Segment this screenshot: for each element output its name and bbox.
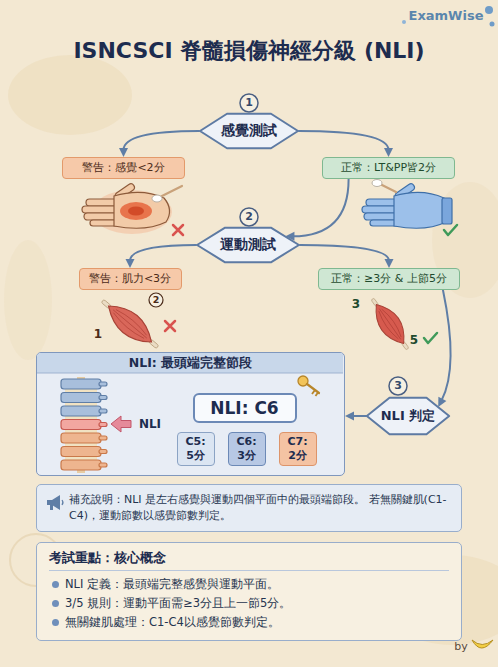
node-text: 運動測試 <box>220 236 276 254</box>
node-text: 補充說明：NLI 是左右感覺與運動四個平面中的最頭端節段。 若無關鍵肌(C1-C… <box>69 492 451 524</box>
flow-line <box>124 131 200 150</box>
flow-line <box>441 290 450 401</box>
cross-mark <box>165 321 175 331</box>
flow-arrow <box>119 131 199 157</box>
warning-box: 警告：肌力<3分 <box>79 268 182 290</box>
flow-arrow <box>285 179 348 241</box>
node-text: NLI 定義：最頭端完整感覺與運動平面。 <box>49 575 449 594</box>
segment-box: C6: 3分 <box>228 432 266 466</box>
node-text: NLI: 最頭端完整節段 <box>37 353 344 373</box>
banana-icon <box>472 640 493 648</box>
node-text: 3/5 規則：運動平面需≥3分且上一節5分。 <box>49 594 449 613</box>
step-number: 2 <box>245 210 253 223</box>
check-mark <box>444 225 457 235</box>
callout-number: 5 <box>410 333 418 347</box>
numb-hand <box>82 182 182 234</box>
node-text: 感覺測試 <box>221 122 277 140</box>
decision-diamond: 感覺測試 <box>199 113 299 149</box>
weak-muscle <box>95 292 164 355</box>
callout-number: 2 <box>153 294 160 305</box>
flow-line <box>130 245 196 261</box>
arrow-head <box>119 148 128 157</box>
segment-box: C7: 2分 <box>279 432 317 466</box>
callout-number: 1 <box>94 327 102 341</box>
decision-diamond: NLI 判定 <box>366 397 450 435</box>
result-panel: NLI: 最頭端完整節段 NLI: C6 C5: 5分 C6: 3分 C7: 2分 <box>36 352 345 476</box>
flow-line <box>292 179 348 236</box>
warning-box: 警告：感覺<2分 <box>62 157 185 179</box>
callout-circle <box>149 293 163 307</box>
normal-box: 正常：≥3分 & 上節5分 <box>318 268 460 290</box>
brand-splash <box>402 6 495 27</box>
step-number: 1 <box>245 96 253 109</box>
node-text: C5: 5分 <box>181 435 211 463</box>
flow-arrow <box>345 412 366 421</box>
arrow-head <box>384 148 393 157</box>
arrow-head <box>126 259 135 268</box>
arrow-head <box>385 259 394 268</box>
flow-arrow <box>300 245 394 268</box>
summary-box: 考試重點：核心概念 NLI 定義：最頭端完整感覺與運動平面。3/5 規則：運動平面… <box>36 542 462 641</box>
arrow-head <box>345 412 354 421</box>
author-label: by <box>454 640 468 653</box>
cross-mark <box>173 225 183 235</box>
megaphone-icon <box>45 494 65 512</box>
note-box: 補充說明：NLI 是左右感覺與運動四個平面中的最頭端節段。 若無關鍵肌(C1-C… <box>36 484 462 532</box>
flow-line <box>352 415 366 417</box>
node-text: NLI 判定 <box>381 407 436 425</box>
normal-box: 正常：LT&PP皆2分 <box>322 157 455 179</box>
flow-line <box>300 245 389 261</box>
node-text: C7: 2分 <box>283 435 313 463</box>
node-text: 正常：≥3分 & 上節5分 <box>327 271 451 287</box>
node-text: C6: 3分 <box>232 435 262 463</box>
decision-diamond: 運動測試 <box>196 227 300 263</box>
arrow-head <box>438 397 446 407</box>
flow-arrow <box>299 131 393 157</box>
callout-number: 3 <box>352 297 360 311</box>
node-text: 警告：肌力<3分 <box>88 271 173 287</box>
flow-arrow <box>126 245 197 268</box>
brand-label: ExamWise <box>409 8 484 24</box>
step-number: 3 <box>394 379 402 392</box>
segment-box: C5: 5分 <box>177 432 215 466</box>
flow-line <box>299 131 389 150</box>
node-text: 考試重點：核心概念 <box>49 549 449 571</box>
paper-stains <box>4 55 498 645</box>
level-box: NLI: C6 <box>193 393 297 423</box>
node-text: 警告：感覺<2分 <box>71 160 176 176</box>
node-text: 無關鍵肌處理：C1-C4以感覺節數判定。 <box>49 613 449 632</box>
diagram-title: ISNCSCI 脊髓損傷神經分級 (NLI) <box>0 36 498 66</box>
node-text: 正常：LT&PP皆2分 <box>331 160 446 176</box>
flow-arrow <box>438 290 450 407</box>
check-mark <box>424 333 437 343</box>
gloved-hand <box>362 180 452 229</box>
strong-muscle <box>364 293 416 355</box>
node-text: NLI: C6 <box>205 395 285 421</box>
level-pointer-label: NLI <box>139 417 161 431</box>
key-icon <box>298 376 319 396</box>
